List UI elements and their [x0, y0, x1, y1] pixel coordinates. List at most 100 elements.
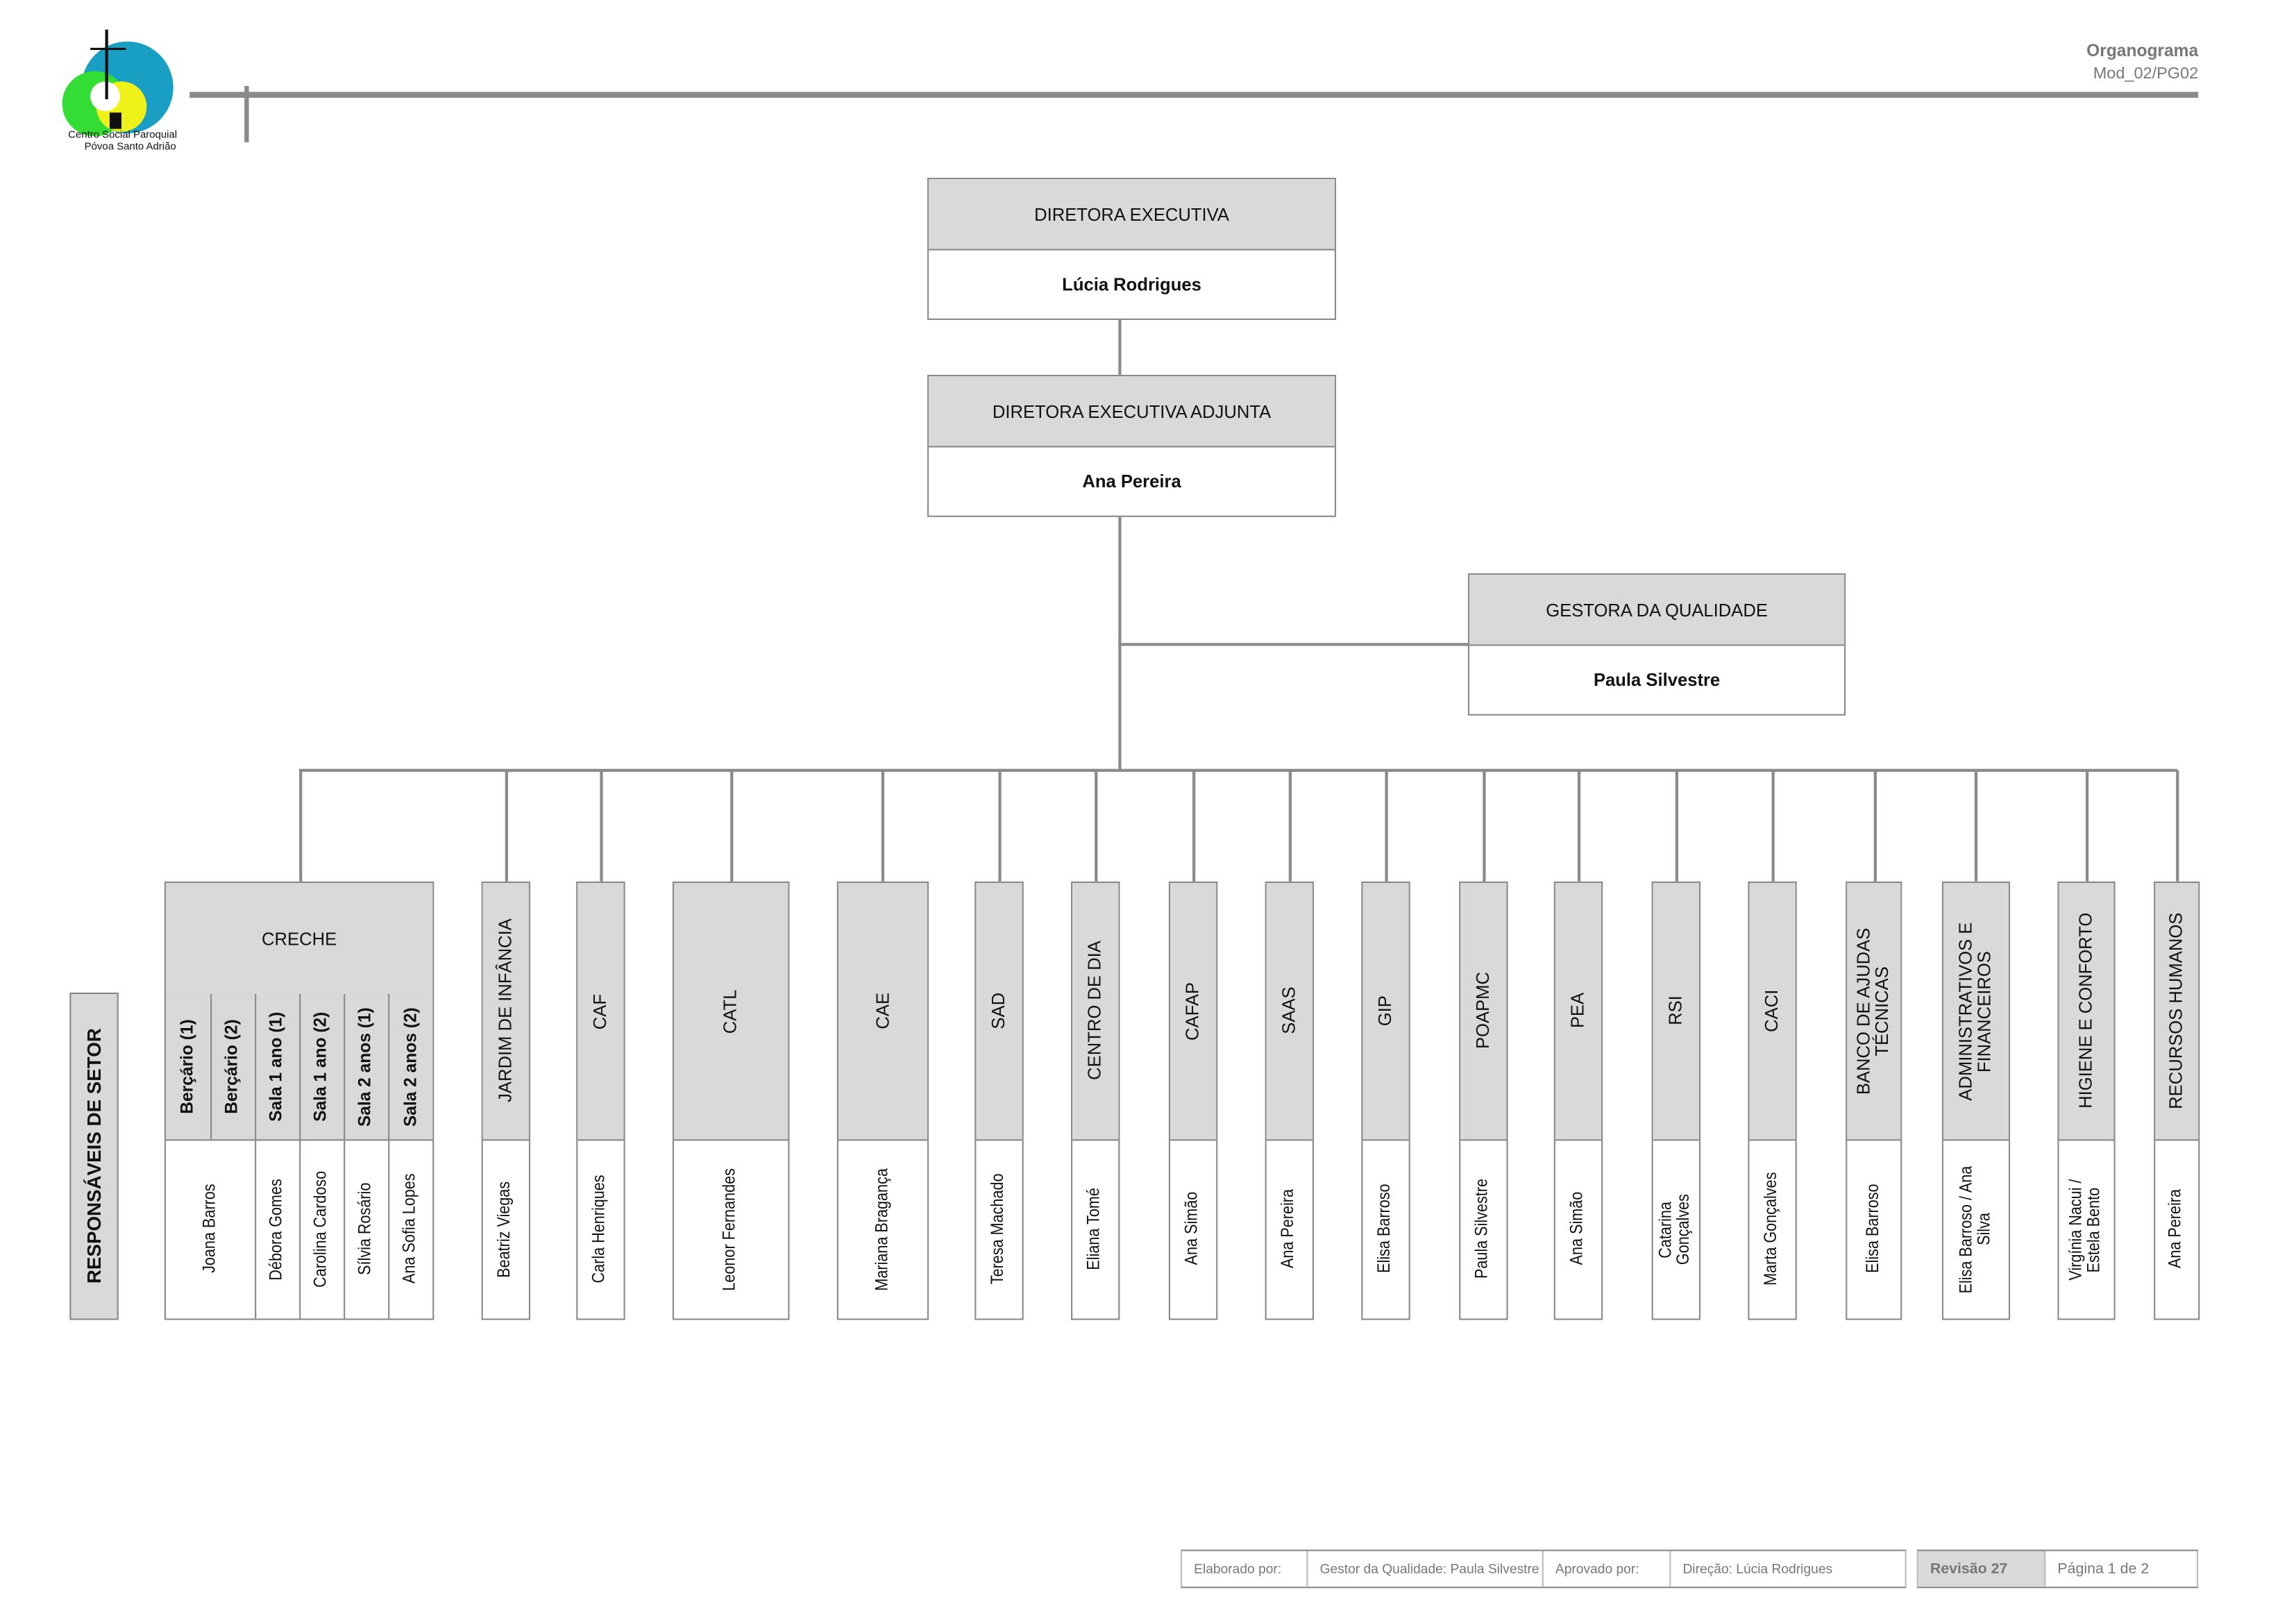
- sector-title: CAF: [589, 993, 611, 1029]
- connector: [881, 770, 884, 882]
- sector-column: GIP Elisa Barroso: [1361, 881, 1410, 1320]
- sector-responsible-cell: Elisa Barroso: [1847, 1139, 1900, 1318]
- connector: [1288, 770, 1291, 882]
- sector-title-cell: CATL: [674, 882, 788, 1141]
- connector: [1577, 770, 1580, 882]
- sector-label-box: RESPONSÁVEIS DE SETOR: [69, 992, 119, 1320]
- sector-responsible-name: Eliana Tomé: [1086, 1188, 1104, 1270]
- sector-title-cell: SAAS: [1266, 882, 1312, 1141]
- sector-title-cell: CACI: [1749, 882, 1796, 1141]
- creche-room-label: Sala 1 ano (2): [313, 1011, 331, 1122]
- connector: [2085, 770, 2088, 882]
- sector-column: CAFAP Ana Simão: [1168, 881, 1218, 1320]
- sector-responsible-cell: Beatriz Viegas: [483, 1139, 529, 1318]
- sector-responsible-name: Elisa Barroso: [1864, 1184, 1883, 1274]
- connector: [1771, 770, 1774, 882]
- sector-title-cell: RECURSOS HUMANOS: [2155, 882, 2199, 1141]
- prepared-value: Gestor da Qualidade: Paula Silvestre: [1308, 1551, 1544, 1587]
- sector-responsible-cell: Marta Gonçalves: [1749, 1139, 1795, 1318]
- deputy-box: DIRETORA EXECUTIVA ADJUNTA Ana Pereira: [927, 374, 1337, 517]
- sector-responsible-name: Catarina Gonçalves: [1658, 1193, 1694, 1265]
- sector-title-cell: JARDIM DE INFÂNCIA: [482, 882, 529, 1141]
- sector-title-cell: RSI: [1653, 882, 1699, 1141]
- sector-responsible-cell: Elisa Barroso: [1362, 1139, 1408, 1318]
- connector-bus: [299, 768, 2178, 771]
- creche-responsible-name: Joana Barros: [201, 1184, 219, 1274]
- sector-responsible-name: Beatriz Viegas: [496, 1180, 515, 1277]
- sector-responsible-name: Ana Pereira: [1280, 1189, 1299, 1269]
- sector-responsible-cell: Carla Henriques: [577, 1139, 623, 1318]
- sector-title: CAE: [872, 993, 893, 1029]
- sector-title: CAFAP: [1182, 982, 1204, 1041]
- connector: [1385, 770, 1387, 882]
- creche-responsible-cell: Ana Sofia Lopes: [389, 1139, 431, 1318]
- sector-responsible-name: Marta Gonçalves: [1763, 1172, 1782, 1286]
- sector-column: CATL Leonor Fernandes: [672, 881, 790, 1320]
- sector-column: JARDIM DE INFÂNCIA Beatriz Viegas: [481, 881, 531, 1320]
- sector-title: SAD: [988, 993, 1009, 1029]
- document-code: Mod_02/PG02: [2093, 65, 2199, 83]
- creche-room: Sala 1 ano (1): [256, 994, 301, 1140]
- sector-title: PEA: [1567, 993, 1589, 1029]
- sector-responsible-cell: Leonor Fernandes: [674, 1139, 788, 1318]
- sector-title-cell: HIGIENE E CONFORTO: [2059, 882, 2114, 1141]
- sector-title: CENTRO DE DIA: [1084, 941, 1106, 1081]
- approved-value: Direção: Lúcia Rodrigues: [1682, 1561, 1833, 1576]
- connector: [1483, 770, 1485, 882]
- executive-name: Lúcia Rodrigues: [1062, 273, 1201, 294]
- creche-responsible-name: Débora Gomes: [269, 1178, 287, 1280]
- sector-title-cell: CAF: [577, 882, 624, 1141]
- sector-responsible-cell: Catarina Gonçalves: [1653, 1139, 1699, 1318]
- connector: [600, 770, 602, 882]
- quality-name: Paula Silvestre: [1593, 668, 1721, 690]
- creche-room-label: Sala 2 anos (1): [357, 1007, 375, 1127]
- sector-responsible-name: Leonor Fernandes: [722, 1168, 740, 1290]
- connector: [1095, 770, 1097, 882]
- creche-room: Sala 1 ano (2): [301, 994, 346, 1140]
- creche-room: Berçário (1): [166, 994, 212, 1140]
- connector: [1118, 643, 1468, 646]
- sector-title: RSI: [1665, 996, 1687, 1026]
- sector-responsible-cell: Virgínia Nacui / Estela Bento: [2059, 1139, 2114, 1318]
- sector-responsible-cell: Teresa Machado: [976, 1139, 1022, 1318]
- sector-title-cell: CENTRO DE DIA: [1072, 882, 1119, 1141]
- sector-column: CACI Marta Gonçalves: [1748, 881, 1797, 1320]
- sector-title: HIGIENE E CONFORTO: [2075, 913, 2097, 1109]
- connector: [1873, 770, 1876, 882]
- creche-responsible-name: Sílvia Rosário: [357, 1182, 375, 1275]
- sector-title: RECURSOS HUMANOS: [2166, 912, 2187, 1110]
- sector-responsible-name: Paula Silvestre: [1474, 1179, 1493, 1279]
- sector-responsible-name: Virgínia Nacui / Estela Bento: [2068, 1178, 2104, 1280]
- connector: [505, 770, 507, 882]
- creche-responsible-cell: Débora Gomes: [256, 1139, 301, 1319]
- creche-room-label: Sala 2 anos (2): [403, 1007, 421, 1127]
- sector-title-cell: ADMINISTRATIVOS E FINANCEIROS: [1943, 882, 2009, 1141]
- logo-text-line2: Póvoa Santo Adrião: [84, 142, 176, 153]
- page-number: Página 1 de 2: [2057, 1560, 2150, 1577]
- connector: [299, 770, 302, 882]
- revision: Revisão 27: [1918, 1551, 2046, 1587]
- sector-responsible-name: Ana Pereira: [2168, 1189, 2186, 1269]
- sector-title-cell: BANCO DE AJUDAS TÉCNICAS: [1847, 882, 1901, 1141]
- logo-emblem-icon: [62, 29, 174, 137]
- sector-responsible-name: Elisa Barroso: [1376, 1184, 1395, 1274]
- sector-responsible-cell: Ana Simão: [1170, 1139, 1216, 1318]
- sector-responsible-cell: Elisa Barroso / Ana Silva: [1943, 1139, 2009, 1318]
- creche-title-cell: CRECHE: [166, 882, 433, 996]
- quality-box: GESTORA DA QUALIDADE Paula Silvestre: [1467, 573, 1846, 716]
- sector-column: HIGIENE E CONFORTO Virgínia Nacui / Estel…: [2057, 881, 2116, 1320]
- creche-room: Sala 2 anos (2): [389, 994, 434, 1139]
- sector-responsible-name: Ana Simão: [1569, 1192, 1587, 1266]
- deputy-name: Ana Pereira: [1082, 470, 1181, 491]
- prepared-label: Elaborado por:: [1182, 1551, 1308, 1587]
- creche-box: CRECHE Berçário (1) Berçário (2) Sala 1 an…: [164, 881, 434, 1320]
- sector-column: CAF Carla Henriques: [576, 881, 625, 1320]
- footer-revision: Revisão 27 Página 1 de 2: [1916, 1549, 2199, 1588]
- sector-title-cell: CAFAP: [1170, 882, 1217, 1141]
- sector-title: GIP: [1374, 995, 1396, 1027]
- sector-title: SAAS: [1278, 987, 1300, 1035]
- sector-column: SAD Teresa Machado: [974, 881, 1024, 1320]
- creche-room-label: Berçário (2): [224, 1019, 242, 1114]
- creche-room: Sala 2 anos (1): [345, 994, 390, 1140]
- sector-title: BANCO DE AJUDAS TÉCNICAS: [1853, 927, 1893, 1095]
